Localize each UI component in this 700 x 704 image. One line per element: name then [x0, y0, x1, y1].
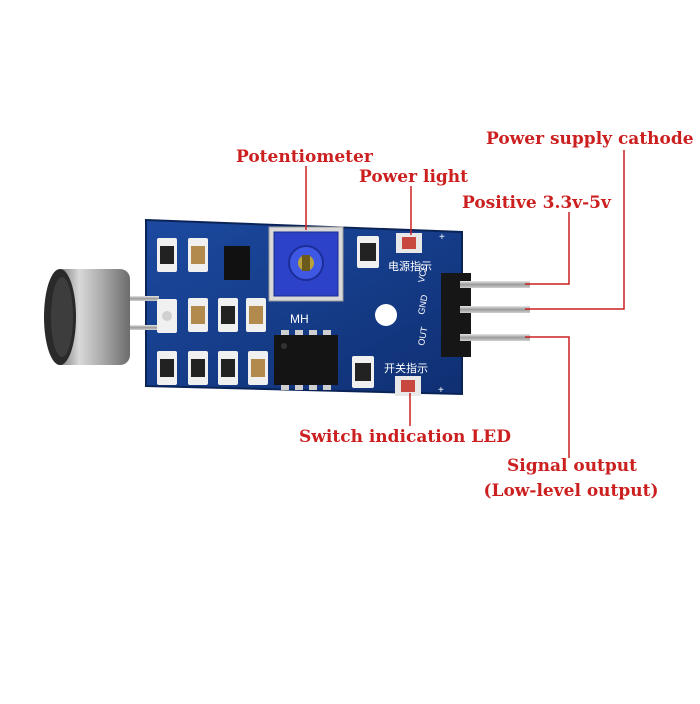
transistor	[224, 246, 250, 280]
leader-positive	[525, 212, 570, 285]
resistor-r3-body	[160, 359, 174, 377]
mounting-hole	[375, 304, 397, 326]
capacitor-c3-body	[249, 306, 263, 324]
via-1	[162, 311, 172, 321]
label-positive: Positive 3.3v-5v	[462, 193, 611, 213]
leader-lines	[305, 150, 625, 458]
mic-lead-top	[127, 296, 159, 301]
resistor-r2-body	[221, 306, 235, 324]
power-led-die	[402, 237, 416, 249]
pot-slot	[302, 255, 310, 271]
microphone-capsule	[44, 269, 159, 365]
pin-gnd	[460, 306, 530, 313]
switch-indicator-marking: 开关指示	[384, 361, 428, 375]
ic-body	[274, 335, 338, 385]
power-indicator-marking: 电源指示	[388, 259, 432, 273]
ic-dot	[281, 343, 287, 349]
resistor-r4-body	[191, 359, 205, 377]
pin-out	[460, 334, 530, 341]
switch-led-die	[401, 380, 415, 392]
resistor-r7-body	[355, 363, 371, 381]
resistor-r6-body	[360, 243, 376, 261]
ic-pins	[281, 330, 331, 390]
resistor-r5-body	[221, 359, 235, 377]
pin-label-vcc: VCC	[416, 262, 429, 283]
pin-vcc	[460, 281, 530, 288]
switch-led: 开关指示 +	[384, 361, 444, 396]
capacitor-c2-body	[191, 306, 205, 324]
label-potentiometer: Potentiometer	[236, 147, 373, 167]
mh-marking: MH	[290, 312, 309, 326]
comparator-ic	[274, 330, 338, 390]
power-led: + 电源指示	[388, 232, 445, 273]
label-switch-indication-led: Switch indication LED	[299, 427, 511, 447]
mic-lead-bottom	[127, 325, 159, 330]
capacitor-c1-body	[191, 246, 205, 264]
leader-cathode	[525, 150, 625, 310]
pin-label-out: OUT	[416, 325, 429, 346]
label-signal-output-note: (Low-level output)	[483, 481, 659, 501]
resistor-r1-body	[160, 246, 174, 264]
label-signal-output: Signal output	[506, 456, 638, 476]
switch-led-plus: +	[438, 385, 444, 396]
smd-components	[157, 236, 379, 388]
leader-signal-output	[525, 336, 570, 458]
pin-label-gnd: GND	[416, 293, 429, 315]
capacitor-c4-body	[251, 359, 265, 377]
pin-header	[441, 273, 530, 357]
label-power-light: Power light	[359, 167, 469, 187]
potentiometer-part: MH	[268, 226, 344, 326]
power-led-plus: +	[439, 232, 445, 243]
mic-mesh	[51, 277, 73, 357]
label-power-supply-cathode: Power supply cathode	[486, 129, 694, 149]
